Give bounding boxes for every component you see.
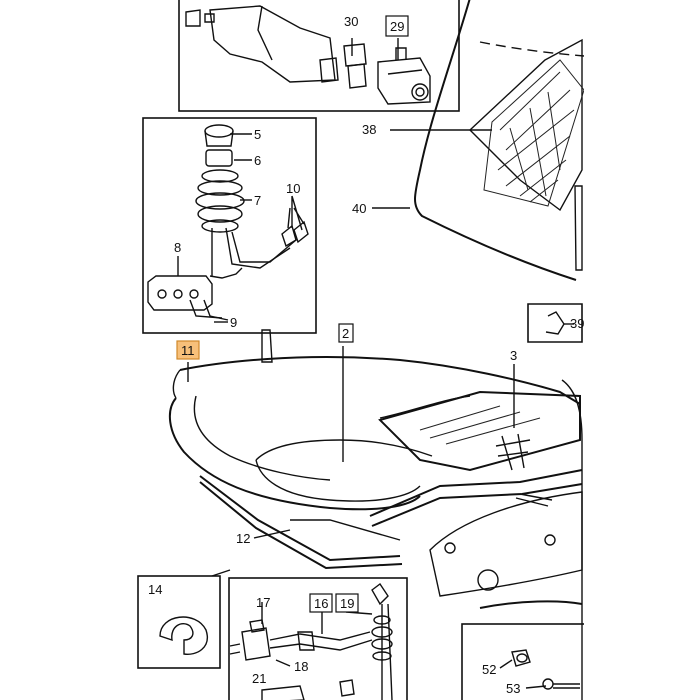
right-margin bbox=[584, 0, 700, 700]
label-29: 29 bbox=[390, 19, 404, 34]
frame-front-rail-2 bbox=[371, 483, 583, 527]
label-52: 52 bbox=[482, 662, 496, 677]
cushion-front-edge bbox=[168, 397, 421, 511]
frame-top-plate bbox=[378, 390, 581, 472]
backrest-side-slot bbox=[574, 185, 583, 271]
inset-clip-frame bbox=[137, 575, 221, 669]
frame-spring-2 bbox=[515, 493, 553, 507]
seat-frame bbox=[199, 390, 583, 609]
frame-plate-hatch bbox=[419, 405, 541, 445]
label-3: 3 bbox=[510, 348, 517, 363]
part-14-clip bbox=[159, 616, 208, 655]
right-edge-line bbox=[561, 379, 583, 700]
label-53: 53 bbox=[506, 681, 520, 696]
label-19-box bbox=[335, 593, 359, 613]
label-8: 8 bbox=[174, 240, 181, 255]
part-6-collar bbox=[205, 149, 233, 167]
inset-clip bbox=[137, 575, 221, 669]
part-21-bracket bbox=[261, 679, 355, 700]
cushion-corner bbox=[172, 369, 181, 399]
label-38: 38 bbox=[362, 122, 376, 137]
label-7: 7 bbox=[254, 193, 261, 208]
label-11: 11 bbox=[181, 343, 195, 358]
label-2: 2 bbox=[342, 326, 349, 341]
part-29-relay-drawing bbox=[377, 47, 431, 105]
label-17: 17 bbox=[256, 595, 270, 610]
label-12: 12 bbox=[236, 531, 250, 546]
part-19-spring-switch bbox=[371, 582, 393, 700]
cushion-pad-front bbox=[255, 459, 421, 502]
frame-bottom-rod bbox=[479, 600, 583, 609]
part-30-connector-drawing bbox=[185, 5, 367, 89]
inset-39-frame bbox=[527, 303, 583, 343]
label-11-highlight-box bbox=[176, 340, 200, 360]
part-labels: 5 6 7 8 9 10 2 3 11 12 14 16 19 17 18 21… bbox=[148, 14, 584, 696]
part-53-screw bbox=[542, 678, 580, 690]
part-3-spring bbox=[495, 433, 531, 471]
label-16-box bbox=[309, 593, 333, 613]
backrest-outline bbox=[414, 0, 577, 281]
inset-part-39 bbox=[527, 303, 583, 700]
label-6: 6 bbox=[254, 153, 261, 168]
label-18: 18 bbox=[294, 659, 308, 674]
part-12-rail-2 bbox=[199, 481, 403, 570]
backrest-dash-line bbox=[479, 41, 585, 57]
part-7-spring bbox=[195, 169, 245, 233]
label-10: 10 bbox=[286, 181, 300, 196]
label-40: 40 bbox=[352, 201, 366, 216]
cushion-seat-pad bbox=[255, 439, 433, 461]
part-8-switch-wiring bbox=[147, 227, 297, 321]
rail-bar bbox=[290, 519, 401, 541]
seat-pin bbox=[261, 329, 273, 363]
inset-top-connectors bbox=[178, 0, 460, 112]
leader-lines bbox=[177, 38, 574, 689]
label-14: 14 bbox=[148, 582, 162, 597]
cushion-inner-edge bbox=[193, 395, 331, 481]
label-21: 21 bbox=[252, 671, 266, 686]
inset-switch-frame bbox=[142, 117, 317, 334]
part-52-nut bbox=[511, 649, 531, 667]
frame-gear bbox=[477, 569, 499, 591]
label-2-box bbox=[338, 323, 354, 343]
label-19: 19 bbox=[340, 596, 354, 611]
label-5: 5 bbox=[254, 127, 261, 142]
inset-heater-switch bbox=[142, 117, 317, 334]
part-38-lumbar-pad bbox=[483, 59, 585, 207]
label-30: 30 bbox=[344, 14, 358, 29]
frame-front-rail bbox=[369, 469, 583, 517]
label-9: 9 bbox=[230, 315, 237, 330]
cushion-top-edge bbox=[179, 356, 581, 405]
part-5-knob bbox=[204, 124, 234, 147]
label-29-box bbox=[385, 15, 409, 37]
label-16: 16 bbox=[314, 596, 328, 611]
label-39: 39 bbox=[570, 316, 584, 331]
part-12-rail bbox=[199, 475, 401, 562]
part-18-cable bbox=[269, 631, 373, 651]
backrest-assembly bbox=[414, 0, 585, 281]
part-17-connector bbox=[229, 619, 271, 661]
